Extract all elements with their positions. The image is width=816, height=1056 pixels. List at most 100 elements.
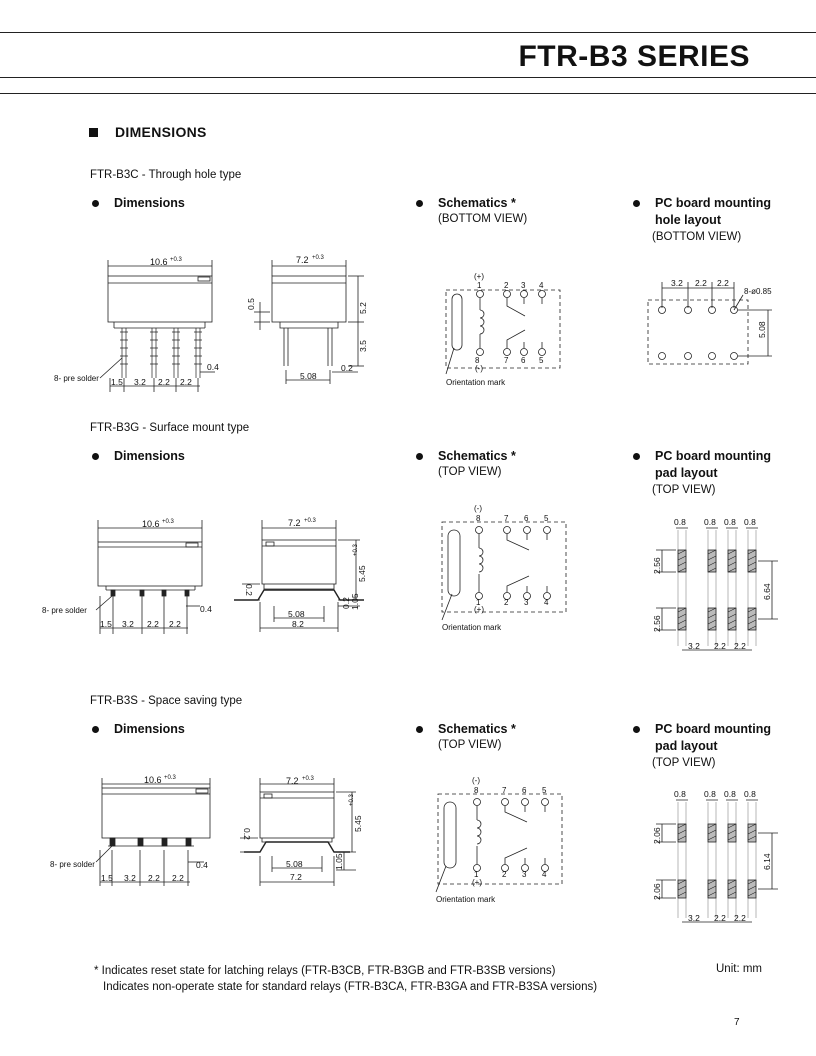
b3c-sch-plus: (+)	[474, 272, 484, 281]
b3c-pre-solder: 8- pre solder	[54, 374, 99, 383]
bullet-icon	[92, 200, 99, 207]
b3c-side-d2: 0.2	[341, 363, 353, 373]
bullet-icon	[633, 453, 640, 460]
b3s-pcb-view: (TOP VIEW)	[652, 757, 716, 769]
b3g-orientation: Orientation mark	[442, 623, 502, 632]
b3g-pcb-w2: 0.8	[704, 517, 716, 527]
bullet-icon	[633, 726, 640, 733]
b3s-front-d3: 2.2	[148, 873, 160, 883]
b3s-front-d2: 3.2	[124, 873, 136, 883]
b3g-side-width: 7.2	[288, 518, 301, 528]
b3s-side-h1: 0.2	[242, 828, 252, 840]
b3c-pcb-d2: 2.2	[695, 278, 707, 288]
b3g-pcb-d2: 2.2	[714, 641, 726, 651]
b3c-side-width: 7.2	[296, 255, 309, 265]
b3s-sch-p1: 1	[474, 870, 479, 879]
b3s-front-d4: 2.2	[172, 873, 184, 883]
b3g-pre-solder: 8- pre solder	[42, 606, 87, 615]
header-rule-mid	[0, 77, 816, 78]
b3g-side-tol: +0.3	[304, 518, 317, 524]
b3g-sch-p3: 3	[524, 598, 529, 607]
b3s-sch-minus: (-)	[472, 776, 480, 785]
b3s-pcb-w4: 0.8	[744, 789, 756, 799]
b3s-label: FTR-B3S - Space saving type	[90, 695, 243, 707]
b3c-sch-p7: 7	[504, 356, 509, 365]
b3g-front-d3: 2.2	[147, 619, 159, 629]
b3s-side-h2: 5.45	[353, 815, 363, 832]
b3g-front-tol: +0.3	[162, 519, 175, 525]
b3c-sch-p4: 4	[539, 281, 544, 290]
page-number: 7	[734, 1017, 740, 1028]
b3s-pre-solder: 8- pre solder	[50, 860, 95, 869]
b3c-sch-view: (BOTTOM VIEW)	[438, 213, 528, 225]
b3c-front-tol: +0.3	[170, 257, 183, 263]
b3s-side-d1: 5.08	[286, 859, 303, 869]
b3c-front-width: 10.6	[150, 257, 168, 267]
b3s-side-h4: 1.05	[334, 853, 344, 870]
b3g-side-h2: 5.45	[357, 565, 367, 582]
b3s-side-width: 7.2	[286, 776, 299, 786]
b3s-pcb-d3: 2.2	[734, 913, 746, 923]
b3g-sch-p4: 4	[544, 598, 549, 607]
b3c-front-d3: 2.2	[158, 377, 170, 387]
b3c-sch-p5: 5	[539, 356, 544, 365]
b3s-side-tol: +0.3	[302, 776, 315, 782]
b3s-sch-p7: 7	[502, 786, 507, 795]
b3g-front-d1: 1.5	[100, 619, 112, 629]
b3g-sch-p8: 8	[476, 514, 481, 523]
b3s-pcb-d1: 3.2	[688, 913, 700, 923]
b3c-sch-minus: (-)	[475, 364, 483, 373]
b3c-orientation: Orientation mark	[446, 378, 506, 387]
b3g-side-h2tol: +0.3	[353, 543, 359, 556]
b3g-sch-p1: 1	[476, 598, 481, 607]
b3c-sch-p3: 3	[521, 281, 526, 290]
b3g-pcb-d1: 3.2	[688, 641, 700, 651]
b3g-front-d4: 2.2	[169, 619, 181, 629]
b3s-front-tol: +0.3	[164, 775, 177, 781]
b3g-pcb-layout: 0.8 0.8 0.8 0.8 2.56 2.56 6.64 3.2 2.2 2…	[652, 517, 778, 651]
b3g-side-d2: 8.2	[292, 619, 304, 629]
b3g-front-drawing: 10.6 +0.3 8- pre solder 0.4 1.5 3.2 2.2 …	[42, 519, 212, 634]
bullet-icon	[633, 200, 640, 207]
b3g-sch-p7: 7	[504, 514, 509, 523]
b3s-pcb-h: 6.14	[762, 853, 772, 870]
b3c-side-d1: 5.08	[300, 371, 317, 381]
b3g-dim-heading: Dimensions	[92, 448, 185, 465]
b3c-front-d1: 1.5	[111, 377, 123, 387]
b3c-sch-p8: 8	[475, 356, 480, 365]
b3c-front-d2: 3.2	[134, 377, 146, 387]
b3s-sch-heading: Schematics *	[416, 721, 516, 738]
b3s-pcb-w3: 0.8	[724, 789, 736, 799]
b3s-side-d2: 7.2	[290, 872, 302, 882]
b3c-sch-p1: 1	[477, 281, 482, 290]
b3c-schematic: (+) 1 2 3 4 8 7 6 5 (-) Orientation mark	[445, 272, 561, 387]
b3g-pcb-w4: 0.8	[744, 517, 756, 527]
b3c-label: FTR-B3C - Through hole type	[90, 169, 242, 181]
header-rule-bottom	[0, 93, 816, 94]
b3g-sch-p6: 6	[524, 514, 529, 523]
b3c-front-d4: 2.2	[180, 377, 192, 387]
b3g-side-h4: 1.05	[350, 593, 360, 610]
b3c-sch-heading: Schematics *	[416, 195, 516, 212]
b3g-front-d2: 3.2	[122, 619, 134, 629]
b3g-sch-p5: 5	[544, 514, 549, 523]
header-rule-top	[0, 32, 816, 33]
b3s-pcb-w1: 0.8	[674, 789, 686, 799]
b3c-pcb-hole: 8-ø0.85	[744, 287, 772, 296]
b3g-label: FTR-B3G - Surface mount type	[90, 422, 250, 434]
b3c-pcb-h: 5.08	[757, 321, 767, 338]
b3s-orientation: Orientation mark	[436, 895, 496, 904]
b3s-sch-view: (TOP VIEW)	[438, 739, 502, 751]
b3s-front-drawing: 10.6 +0.3 8- pre solder 0.4 1.5 3.2 2.2 …	[50, 775, 211, 886]
b3s-pcb-d2: 2.2	[714, 913, 726, 923]
page-title: FTR-B3 SERIES	[518, 40, 750, 73]
b3c-side-h2: 5.2	[358, 302, 368, 314]
b3c-front-d5: 0.4	[207, 362, 219, 372]
b3s-front-width: 10.6	[144, 775, 162, 785]
b3s-side-h2tol: +0.3	[349, 793, 355, 806]
b3s-pcb-layout: 0.8 0.8 0.8 0.8 2.06 2.06 6.14 3.2 2.2 2…	[652, 789, 778, 923]
b3s-sch-p3: 3	[522, 870, 527, 879]
